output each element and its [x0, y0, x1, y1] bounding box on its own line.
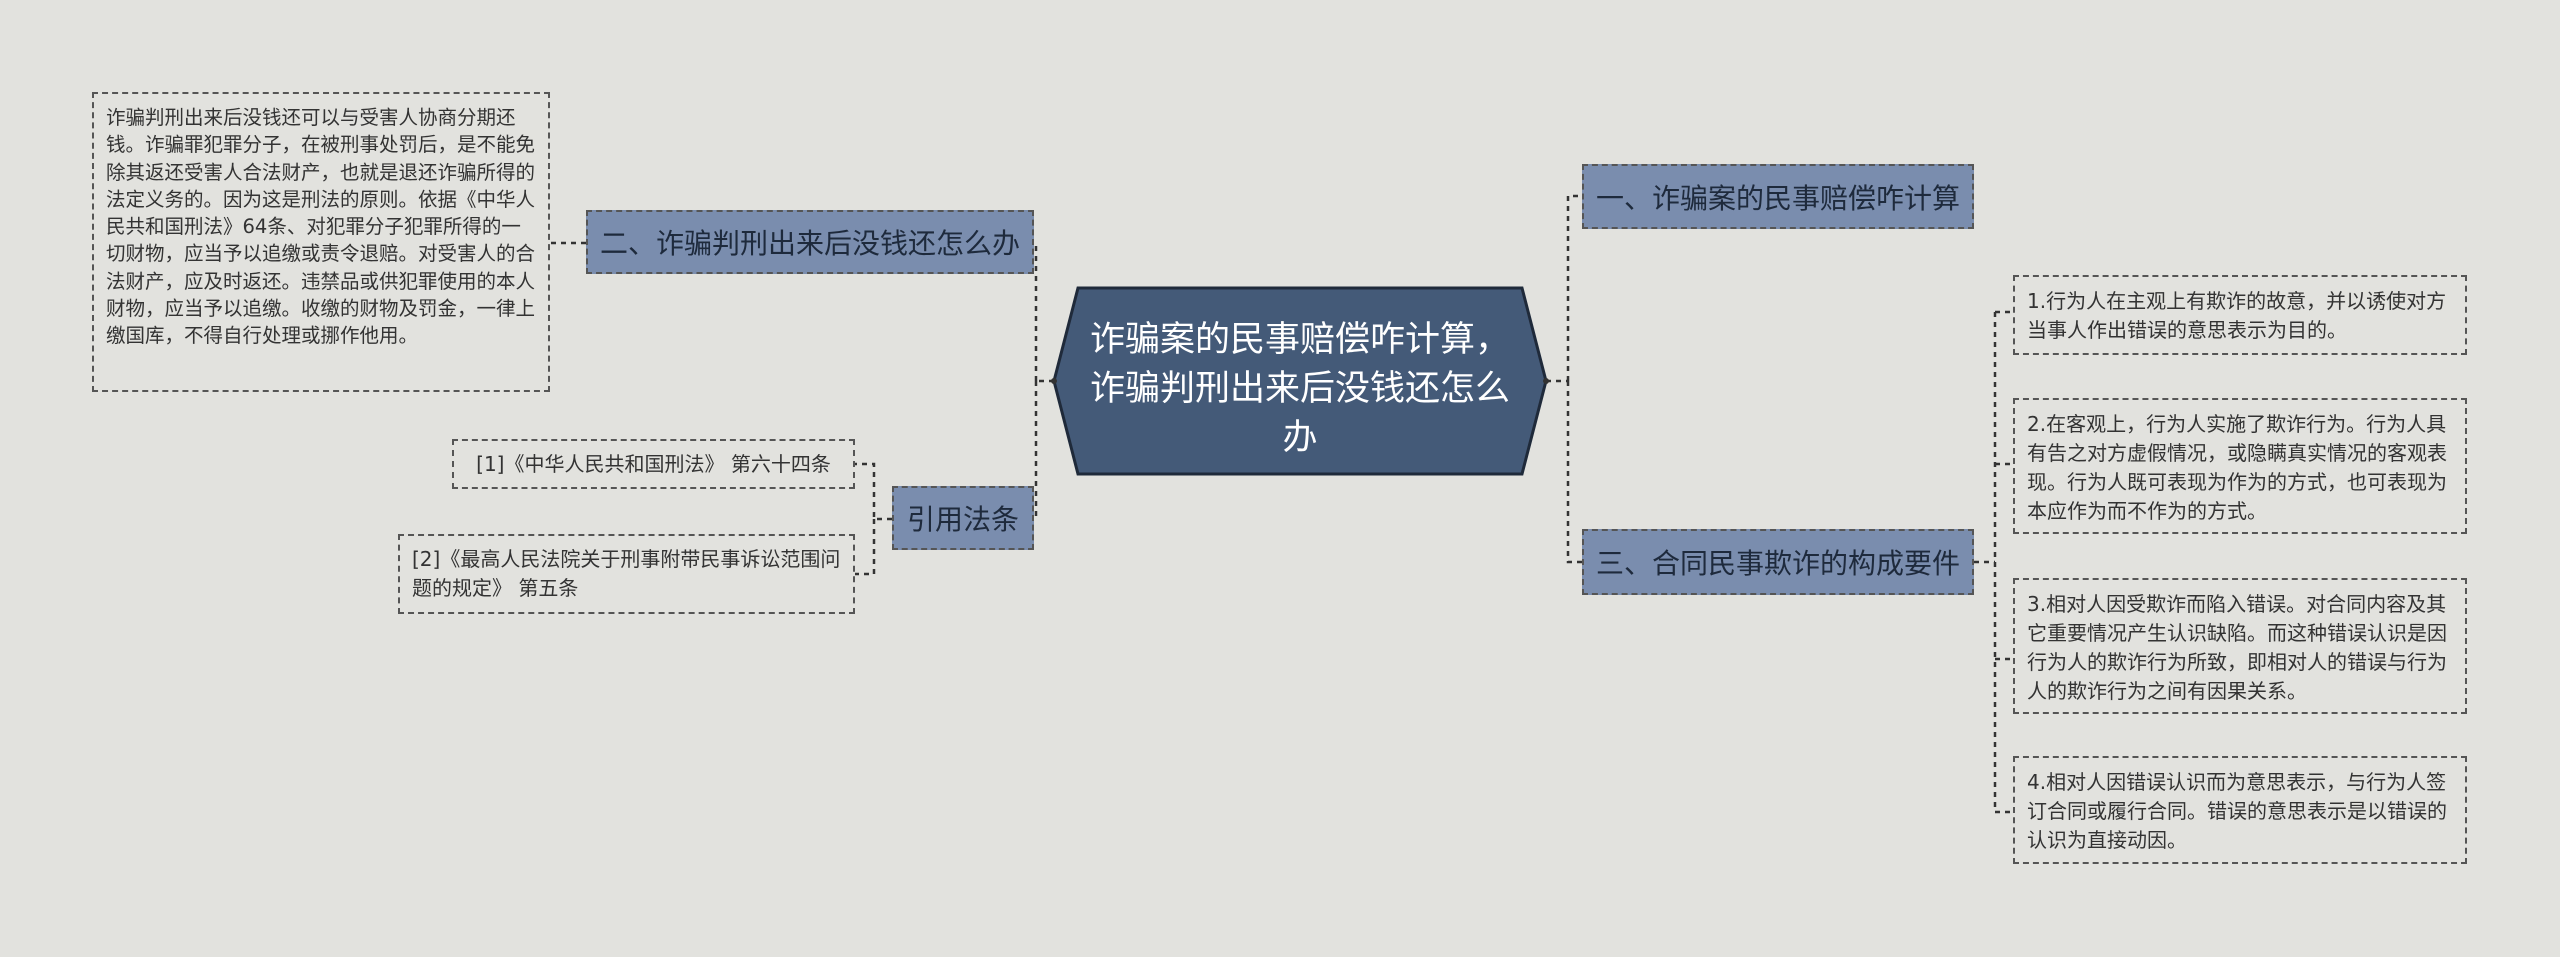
branch-repay[interactable]: 二、诈骗判刑出来后没钱还怎么办	[586, 210, 1034, 274]
law-item-1: [1]《中华人民共和国刑法》 第六十四条	[452, 439, 855, 489]
connector-to-elements	[1566, 381, 1582, 564]
connector-to-repay	[1034, 241, 1038, 381]
element-item-2: 2.在客观上，行为人实施了欺诈行为。行为人具有告之对方虚假情况，或隐瞒真实情况的…	[2013, 398, 2467, 534]
law-item-2: [2]《最高人民法院关于刑事附带民事诉讼范围问题的规定》 第五条	[398, 534, 855, 614]
connector-to-civil-calc	[1566, 194, 1582, 381]
element-item-3: 3.相对人因受欺诈而陷入错误。对合同内容及其它重要情况产生认识缺陷。而这种错误认…	[2013, 578, 2467, 714]
element-item-1: 1.行为人在主观上有欺诈的故意，并以诱使对方当事人作出错误的意思表示为目的。	[2013, 275, 2467, 355]
branch-elements[interactable]: 三、合同民事欺诈的构成要件	[1582, 529, 1974, 595]
connector-to-laws	[1034, 381, 1038, 521]
connector-laws-items	[855, 462, 892, 576]
element-item-4: 4.相对人因错误认识而为意思表示，与行为人签订合同或履行合同。错误的意思表示是以…	[2013, 756, 2467, 864]
repay-detail-note: 诈骗判刑出来后没钱还可以与受害人协商分期还钱。诈骗罪犯罪分子，在被刑事处罚后，是…	[92, 92, 550, 392]
connector-elements-items	[1974, 310, 2013, 814]
branch-civil-calc[interactable]: 一、诈骗案的民事赔偿咋计算	[1582, 164, 1974, 229]
branch-laws[interactable]: 引用法条	[892, 486, 1034, 550]
root-node[interactable]: 诈骗案的民事赔偿咋计算，诈骗判刑出来后没钱还怎么办	[1089, 319, 1510, 458]
